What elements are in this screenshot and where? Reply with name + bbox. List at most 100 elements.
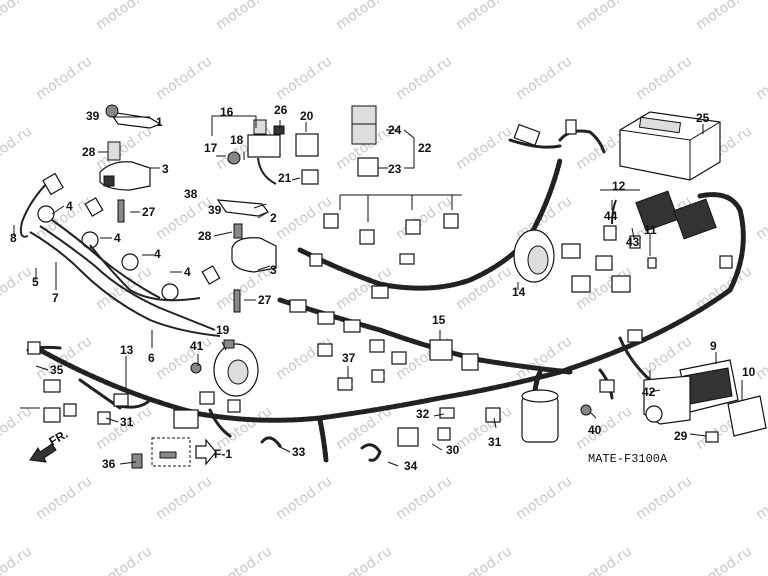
watermark-text: motod.ru — [213, 543, 275, 576]
callout-25: 25 — [696, 111, 710, 125]
watermark-text: motod.ru — [273, 53, 335, 103]
watermark-text: motod.ru — [153, 333, 215, 383]
watermark-text: motod.ru — [693, 543, 755, 576]
watermark-text: motod.ru — [333, 543, 395, 576]
callout-7: 7 — [52, 291, 59, 305]
watermark-text: motod.ru — [273, 333, 335, 383]
canister — [521, 389, 559, 443]
callout-4: 4 — [66, 199, 73, 213]
fuse-box-25 — [619, 111, 721, 181]
watermark-text: motod.ru — [753, 193, 768, 243]
callout-13: 13 — [120, 343, 134, 357]
ref-marker: F-1 — [214, 447, 232, 461]
callout-4d: 4 — [184, 265, 191, 279]
watermark-text: motod.ru — [153, 53, 215, 103]
callout-34: 34 — [404, 459, 418, 473]
callout-40: 40 — [588, 423, 602, 437]
part-drawings — [19, 104, 767, 469]
watermark-text: motod.ru — [513, 473, 575, 523]
callout-11: 11 — [644, 223, 657, 237]
callout-19: 19 — [216, 323, 230, 337]
callout-4c: 4 — [154, 247, 161, 261]
watermark-text: motod.ru — [213, 0, 275, 33]
callout-27: 27 — [142, 205, 156, 219]
callout-1: 1 — [156, 115, 163, 129]
watermark-text: motod.ru — [0, 403, 35, 453]
watermark-text: motod.ru — [333, 0, 395, 33]
watermark-text: motod.ru — [453, 0, 515, 33]
callout-31: 31 — [120, 415, 134, 429]
watermark-text: motod.ru — [453, 123, 515, 173]
horn-19 — [213, 339, 259, 397]
watermark-text: motod.ru — [453, 543, 515, 576]
watermark-text: motod.ru — [0, 0, 35, 33]
callout-21: 21 — [278, 171, 292, 185]
watermark-text: motod.ru — [573, 0, 635, 33]
watermark-text: motod.ru — [33, 473, 95, 523]
callout-43: 43 — [626, 235, 640, 249]
upper-center-parts — [216, 119, 319, 313]
watermark-text: motod.ru — [393, 53, 455, 103]
control-unit-9 — [679, 359, 739, 413]
callout-labels: 1 2 3 3 4 4 4 4 5 6 7 8 9 10 11 12 13 14… — [10, 103, 756, 473]
watermark-text: motod.ru — [93, 0, 155, 33]
callout-30: 30 — [446, 443, 460, 457]
callout-5: 5 — [32, 275, 39, 289]
front-arrow — [29, 443, 57, 463]
callout-24: 24 — [388, 123, 402, 137]
watermark-text: motod.ru — [573, 543, 635, 576]
leader-lines — [13, 115, 743, 467]
callout-10: 10 — [742, 365, 756, 379]
watermark-text: motod.ru — [513, 53, 575, 103]
callout-15: 15 — [432, 313, 446, 327]
callout-42: 42 — [642, 385, 656, 399]
callout-14: 14 — [512, 285, 526, 299]
callout-41: 41 — [190, 339, 204, 353]
watermark-text: motod.ru — [453, 403, 515, 453]
diagram-code: MATE-F3100A — [588, 452, 668, 466]
callout-31b: 31 — [488, 435, 502, 449]
plate-10 — [727, 395, 767, 437]
watermark-text: motod.ru — [633, 53, 695, 103]
ref-arrow — [151, 437, 217, 467]
relays-24-23 — [339, 105, 462, 222]
callout-29: 29 — [674, 429, 688, 443]
callout-16: 16 — [220, 105, 234, 119]
watermark-text: motod.ru — [393, 473, 455, 523]
misc-parts — [97, 119, 719, 469]
sensor-42 — [643, 375, 691, 425]
watermark-text: motod.ru — [273, 473, 335, 523]
watermark-text: motod.ru — [0, 263, 35, 313]
callout-44: 44 — [604, 209, 618, 223]
watermark-text: motod.ru — [693, 0, 755, 33]
callout-6: 6 — [148, 351, 155, 365]
callout-12: 12 — [612, 179, 626, 193]
callout-39b: 39 — [208, 203, 222, 217]
callout-8: 8 — [10, 231, 17, 245]
watermark-text: motod.ru — [93, 543, 155, 576]
bolt-27-left — [117, 199, 125, 223]
callout-18: 18 — [230, 133, 244, 147]
callout-3b: 3 — [270, 263, 277, 277]
watermark-text: motod.ru — [153, 473, 215, 523]
callout-23: 23 — [388, 162, 402, 176]
callout-3: 3 — [162, 162, 169, 176]
watermark-text: motod.ru — [33, 53, 95, 103]
callout-4b: 4 — [114, 231, 121, 245]
callout-20: 20 — [300, 109, 314, 123]
callout-22: 22 — [418, 141, 432, 155]
plug-caps — [19, 172, 221, 337]
callout-32: 32 — [416, 407, 430, 421]
watermark-text: motod.ru — [753, 53, 768, 103]
watermark-text: motod.ru — [0, 543, 35, 576]
callout-26: 26 — [274, 103, 288, 117]
callout-33: 33 — [292, 445, 306, 459]
callout-27b: 27 — [258, 293, 272, 307]
callout-17: 17 — [204, 141, 218, 155]
sensor-14 — [513, 229, 555, 283]
ignition-coil-upper — [99, 104, 162, 191]
watermark-text: motod.ru — [0, 123, 35, 173]
callout-35: 35 — [50, 363, 64, 377]
callout-2: 2 — [270, 211, 277, 225]
